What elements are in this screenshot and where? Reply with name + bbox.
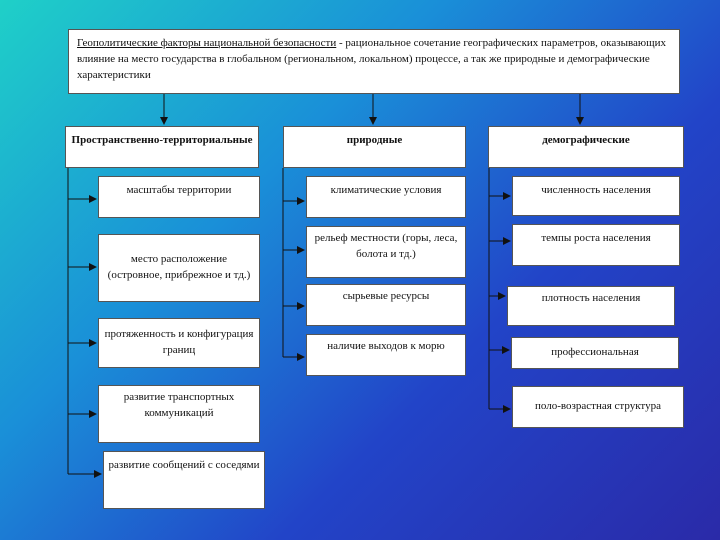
item-climate: климатические условия: [306, 176, 466, 218]
item-raw-resources: сырьевые ресурсы: [306, 284, 466, 326]
item-relief: рельеф местности (горы, леса, болота и т…: [306, 226, 466, 278]
header-demographic: демографические: [488, 126, 684, 168]
item-professional: профессиональная: [511, 337, 679, 369]
definition-title: Геополитические факторы национальной без…: [77, 37, 337, 49]
item-territory-scale: масштабы территории: [98, 176, 260, 218]
item-borders: протяженность и конфигурация границ: [98, 318, 260, 368]
header-spatial-territorial: Пространственно-территориальные: [65, 126, 259, 168]
definition-box: Геополитические факторы национальной без…: [68, 29, 680, 94]
item-density: плотность населения: [507, 286, 675, 326]
item-sea-access: наличие выходов к морю: [306, 334, 466, 376]
item-growth-rate: темпы роста населения: [512, 224, 680, 266]
item-transport: развитие транспортных коммуникаций: [98, 385, 260, 443]
definition-text: - рациональное сочетание географических …: [77, 37, 666, 81]
item-population-size: численность населения: [512, 176, 680, 216]
item-neighbours: развитие сообщений с соседями: [103, 451, 265, 509]
header-natural: природные: [283, 126, 466, 168]
item-age-sex-structure: поло-возрастная структура: [512, 386, 684, 428]
item-location: место расположение (островное, прибрежно…: [98, 234, 260, 302]
